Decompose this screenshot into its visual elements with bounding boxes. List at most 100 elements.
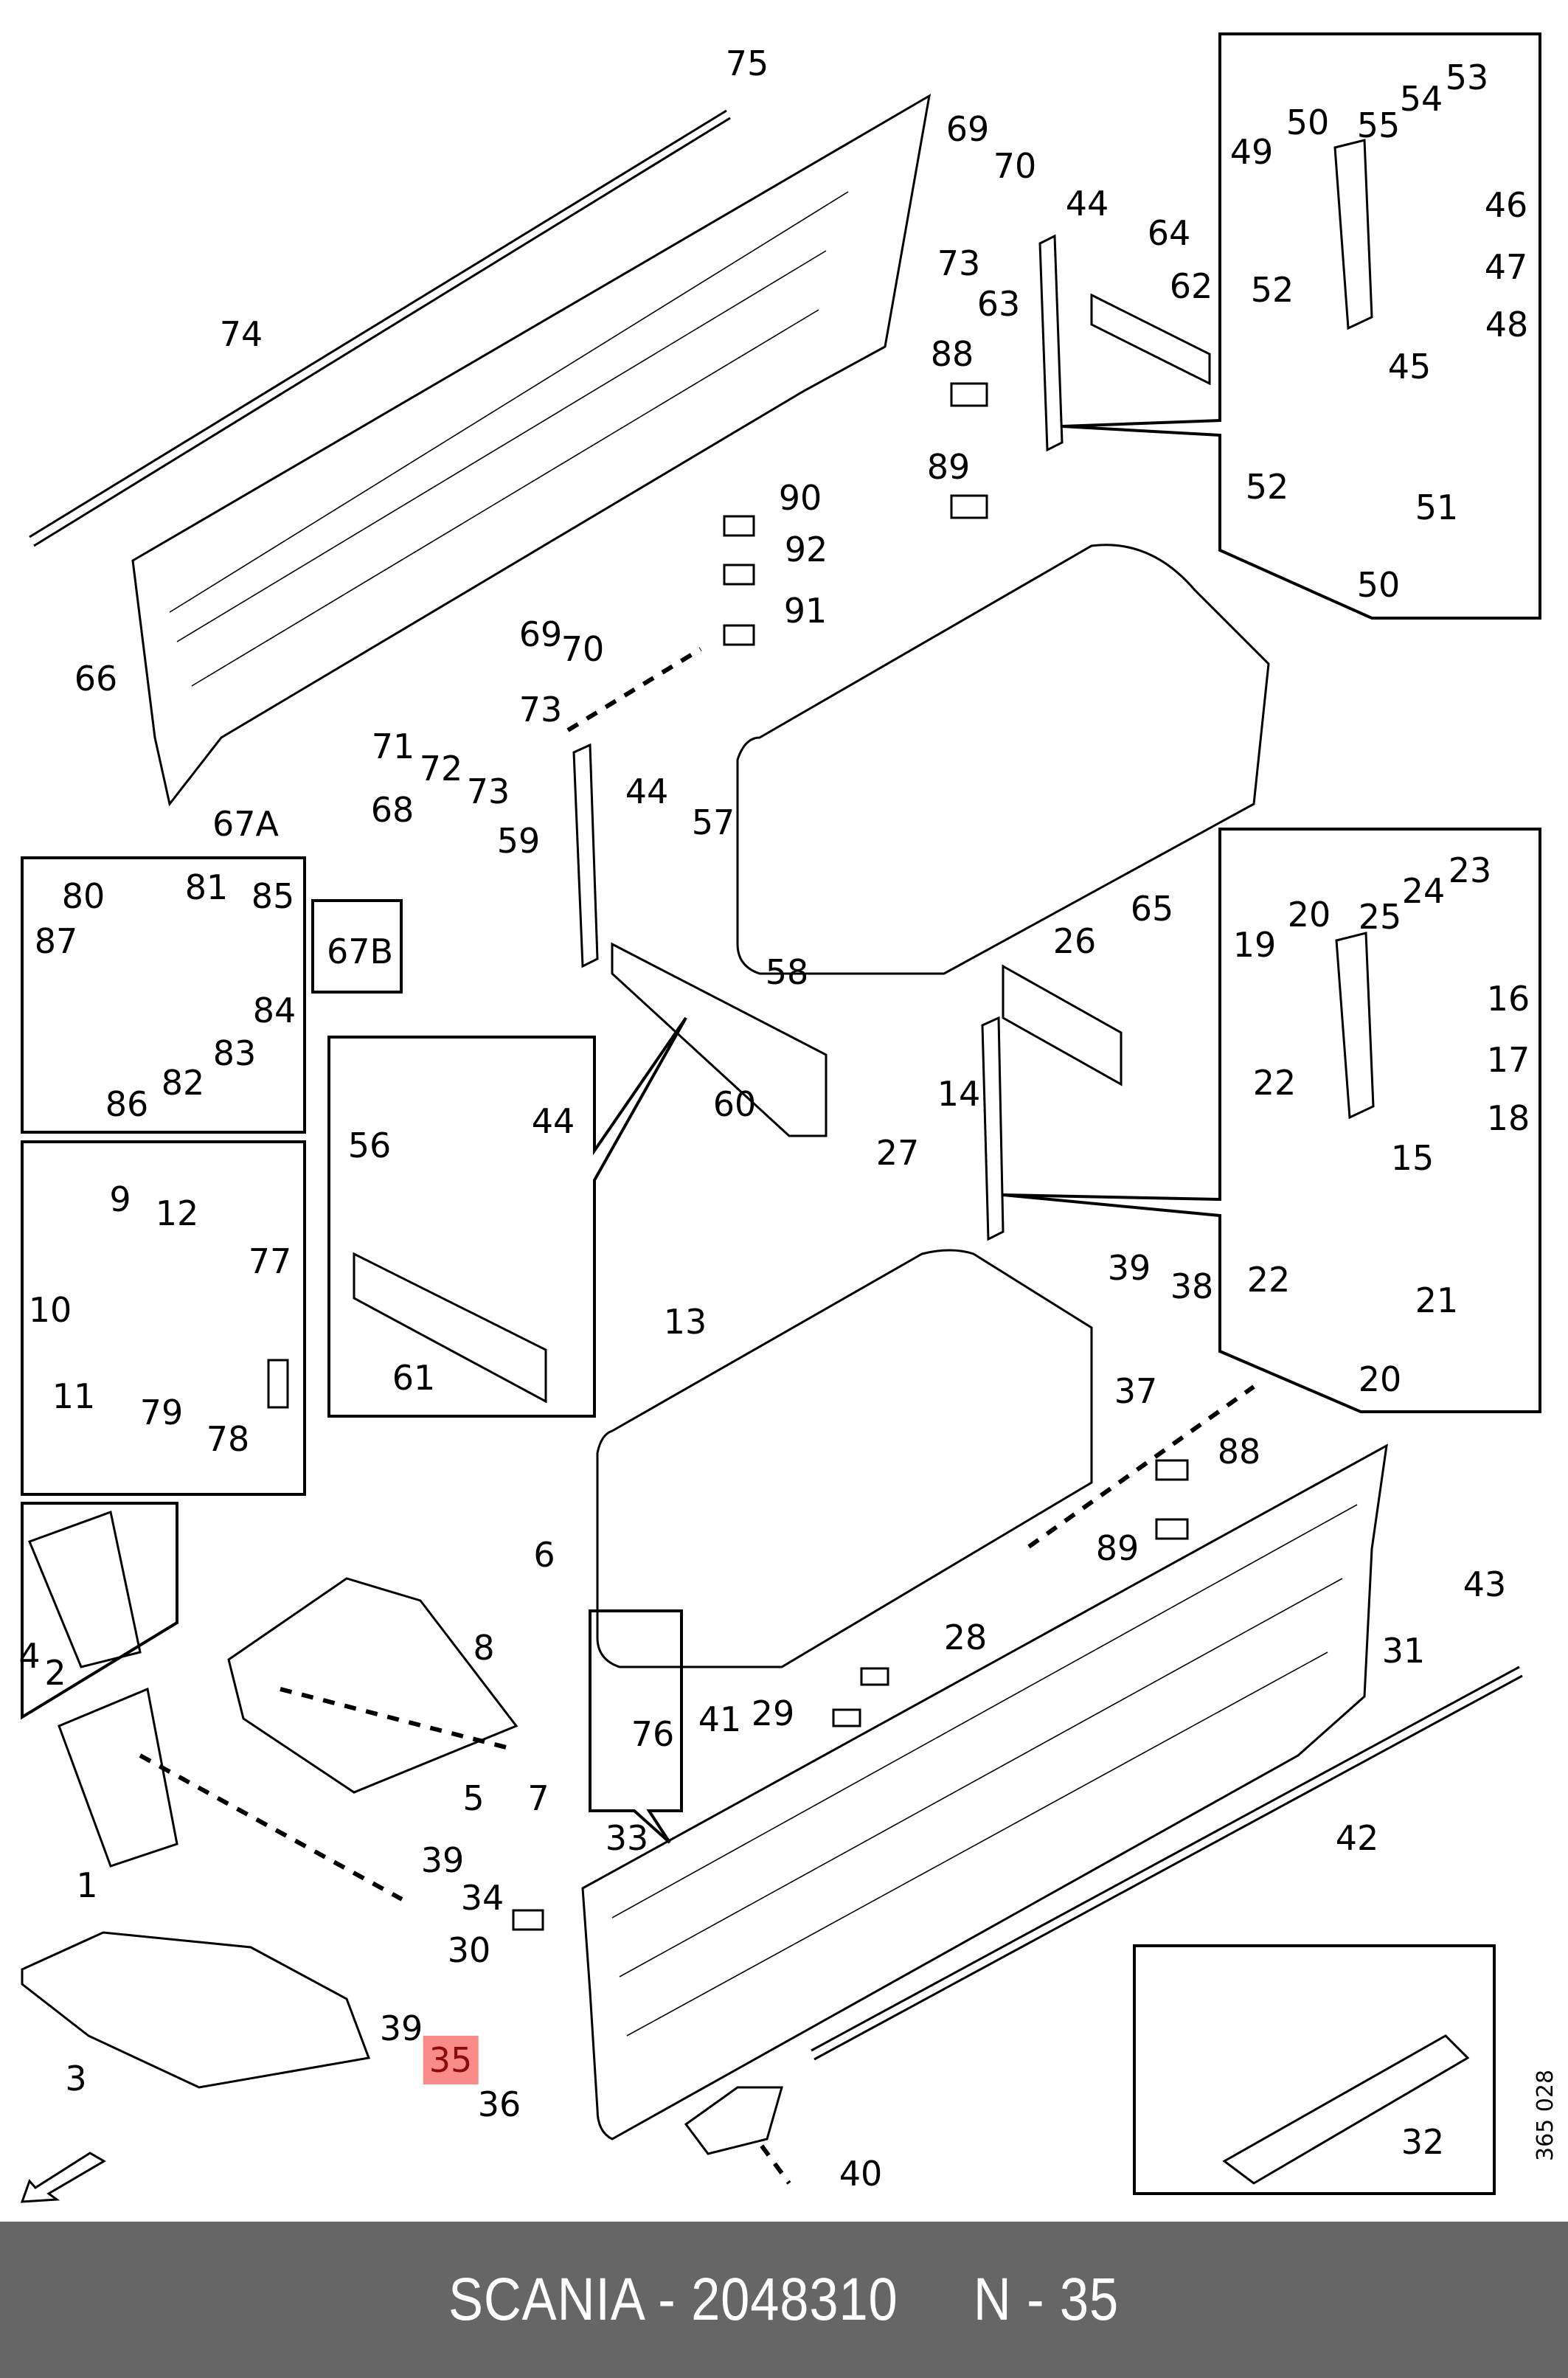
callout-label: 39 [420,1840,465,1880]
inset-box-support [327,1016,687,1418]
pad-89-upper [950,494,988,519]
callout-label: 83 [212,1033,257,1073]
pad-92 [723,564,755,586]
inset-box-2 [21,1502,178,1720]
document-code: 365 028 [1533,2069,1558,2161]
assembly-line-2 [280,1687,510,1750]
callout-label: 54 [1399,79,1443,119]
callout-label: 82 [161,1063,205,1103]
callout-label: 46 [1484,185,1528,225]
side-panel-66 [131,94,932,807]
callout-label: 55 [1356,105,1401,145]
mudguard-3 [21,1931,371,2089]
callout-label: 58 [765,952,809,992]
callout-label: 52 [1250,270,1294,310]
callout-label: 39 [1107,1248,1151,1288]
hinge-column-15 [1335,932,1375,1120]
callout-label: 39 [379,2008,423,2048]
trim-32 [1222,2034,1470,2185]
callout-label: 88 [1217,1432,1261,1471]
inset-box-lock-parts [21,856,306,1134]
callout-label: 31 [1381,1631,1426,1671]
callout-label: 87 [34,921,78,961]
hinge-column-45 [1333,139,1373,330]
callout-label: 89 [926,447,971,487]
pad-30 [512,1909,544,1931]
callout-label: 25 [1358,897,1402,937]
callout-label: 23 [1448,850,1492,890]
pad-29 [832,1708,861,1727]
pad-90 [723,515,755,537]
callout-label: 86 [105,1084,149,1124]
step-40 [684,2086,783,2155]
footer-banner: SCANIA - 2048310 N - 35 [0,2222,1568,2378]
callout-label: 8 [473,1628,495,1668]
callout-label: 33 [605,1818,649,1858]
inset-box-67b [311,899,403,994]
callout-label: 20 [1287,895,1331,935]
callout-label: 22 [1246,1260,1291,1300]
callout-label: 5 [462,1778,485,1818]
callout-label: 85 [251,876,295,916]
callout-label: 29 [751,1694,795,1733]
assembly-line-1 [139,1753,403,1902]
callout-label: 91 [783,591,828,631]
callout-label: 74 [219,314,263,354]
fuel-tank-13 [596,1249,1093,1668]
callout-label: 9 [109,1179,131,1219]
callout-label: 69 [518,614,563,654]
strut-61 [353,1252,547,1404]
bracket-60 [611,942,828,1137]
bracket-14 [981,1016,1005,1241]
battery-box [227,1577,518,1794]
callout-label: 21 [1415,1280,1459,1320]
callout-label: 40 [839,2154,883,2194]
callout-label: 53 [1445,58,1489,97]
callout-label: 1 [76,1865,98,1905]
bracket-62 [1090,293,1211,386]
callout-label: 77 [248,1241,292,1281]
callout-label: 51 [1415,488,1459,527]
trim-strip-42 [811,1665,1523,2061]
inset-box-76 [589,1609,683,1844]
callout-label: 73 [466,772,510,811]
callout-label: 67B [326,932,394,971]
callout-label: 50 [1356,565,1401,605]
callout-label: 42 [1335,1818,1379,1858]
inset-box-step [1133,1944,1496,2195]
callout-label: 14 [937,1074,981,1114]
callout-label: 45 [1387,347,1432,386]
callout-highlighted: 35 [423,2036,479,2084]
pad-91 [723,624,755,646]
callout-label: 90 [778,478,822,518]
callout-label: 44 [1065,184,1109,223]
callout-label: 69 [946,109,990,149]
pad-78 [267,1359,289,1409]
bracket-26 [1002,964,1123,1086]
inset-box-hinge-lower [1002,828,1541,1413]
direction-arrow-icon [20,2152,106,2203]
trim-strip-74 [29,109,731,547]
callout-label: 56 [347,1126,392,1165]
pad-88-lower [1155,1459,1189,1481]
callout-label: 68 [370,790,414,830]
callout-label: 66 [74,659,118,699]
bracket-44-mid [572,743,599,968]
callout-label: 13 [663,1302,707,1342]
callout-label: 50 [1286,103,1330,142]
hinge-2-inset [28,1510,142,1668]
callout-label: 32 [1401,2122,1445,2162]
callout-label: 62 [1169,266,1213,306]
callout-label: 92 [784,530,828,569]
callout-label: 36 [477,2084,521,2124]
callout-label: 75 [725,44,769,83]
fuel-tank-65 [736,544,1270,975]
callout-label: 81 [184,867,229,907]
callout-label: 71 [371,727,415,766]
callout-label: 6 [533,1535,555,1575]
callout-label: 61 [392,1358,436,1398]
callout-label: 30 [447,1930,491,1970]
callout-label: 44 [625,772,669,811]
inset-box-bracket [21,1140,306,1496]
callout-label: 88 [930,334,974,374]
